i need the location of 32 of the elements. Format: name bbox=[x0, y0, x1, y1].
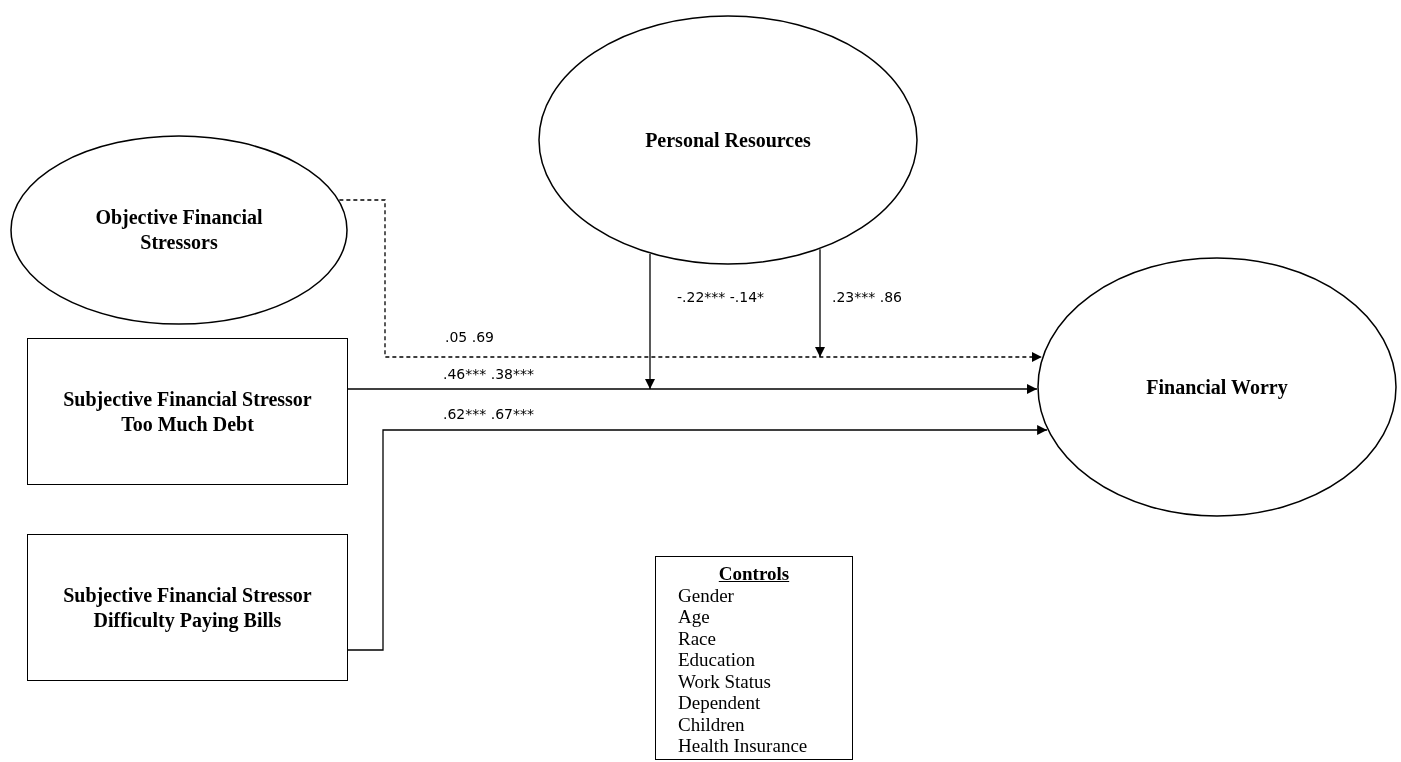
list-item: Health Insurance bbox=[678, 735, 808, 757]
variable-box bbox=[27, 338, 348, 485]
construct-ellipse bbox=[1037, 257, 1397, 517]
list-item: Children bbox=[678, 713, 745, 735]
edge-label: .23*** .86 bbox=[830, 289, 904, 305]
edge-label: -.22*** -.14* bbox=[675, 289, 767, 305]
edge-label: .62*** .67*** bbox=[441, 406, 536, 422]
construct-ellipse bbox=[10, 135, 348, 325]
list-item: Age bbox=[678, 606, 710, 628]
moderation-arrow bbox=[645, 253, 655, 390]
variable-box bbox=[27, 534, 348, 681]
node-label: Subjective Financial Stressor bbox=[63, 582, 312, 608]
list-item: Education bbox=[678, 649, 756, 671]
node-label: Financial Worry bbox=[1146, 374, 1288, 400]
node-label: Objective Financial Stressors bbox=[94, 205, 264, 255]
controls-box bbox=[655, 556, 853, 760]
path-arrow bbox=[347, 425, 1048, 651]
list-item: Race bbox=[678, 627, 716, 649]
moderation-arrow bbox=[815, 248, 825, 358]
list-heading: Controls bbox=[718, 563, 790, 585]
construct-ellipse bbox=[538, 15, 918, 265]
node-label: Too Much Debt bbox=[121, 411, 254, 437]
node-label: Personal Resources bbox=[645, 127, 811, 153]
node-label: Subjective Financial Stressor bbox=[63, 386, 312, 412]
list-item: Work Status bbox=[678, 670, 771, 692]
list-item: Dependent bbox=[678, 692, 761, 714]
path-arrow bbox=[347, 384, 1038, 394]
edge-label: .05 .69 bbox=[443, 329, 496, 345]
edge-label: .46*** .38*** bbox=[441, 366, 536, 382]
path-arrow bbox=[338, 199, 1043, 362]
list-item: Gender bbox=[678, 584, 734, 606]
node-label: Difficulty Paying Bills bbox=[93, 607, 282, 633]
